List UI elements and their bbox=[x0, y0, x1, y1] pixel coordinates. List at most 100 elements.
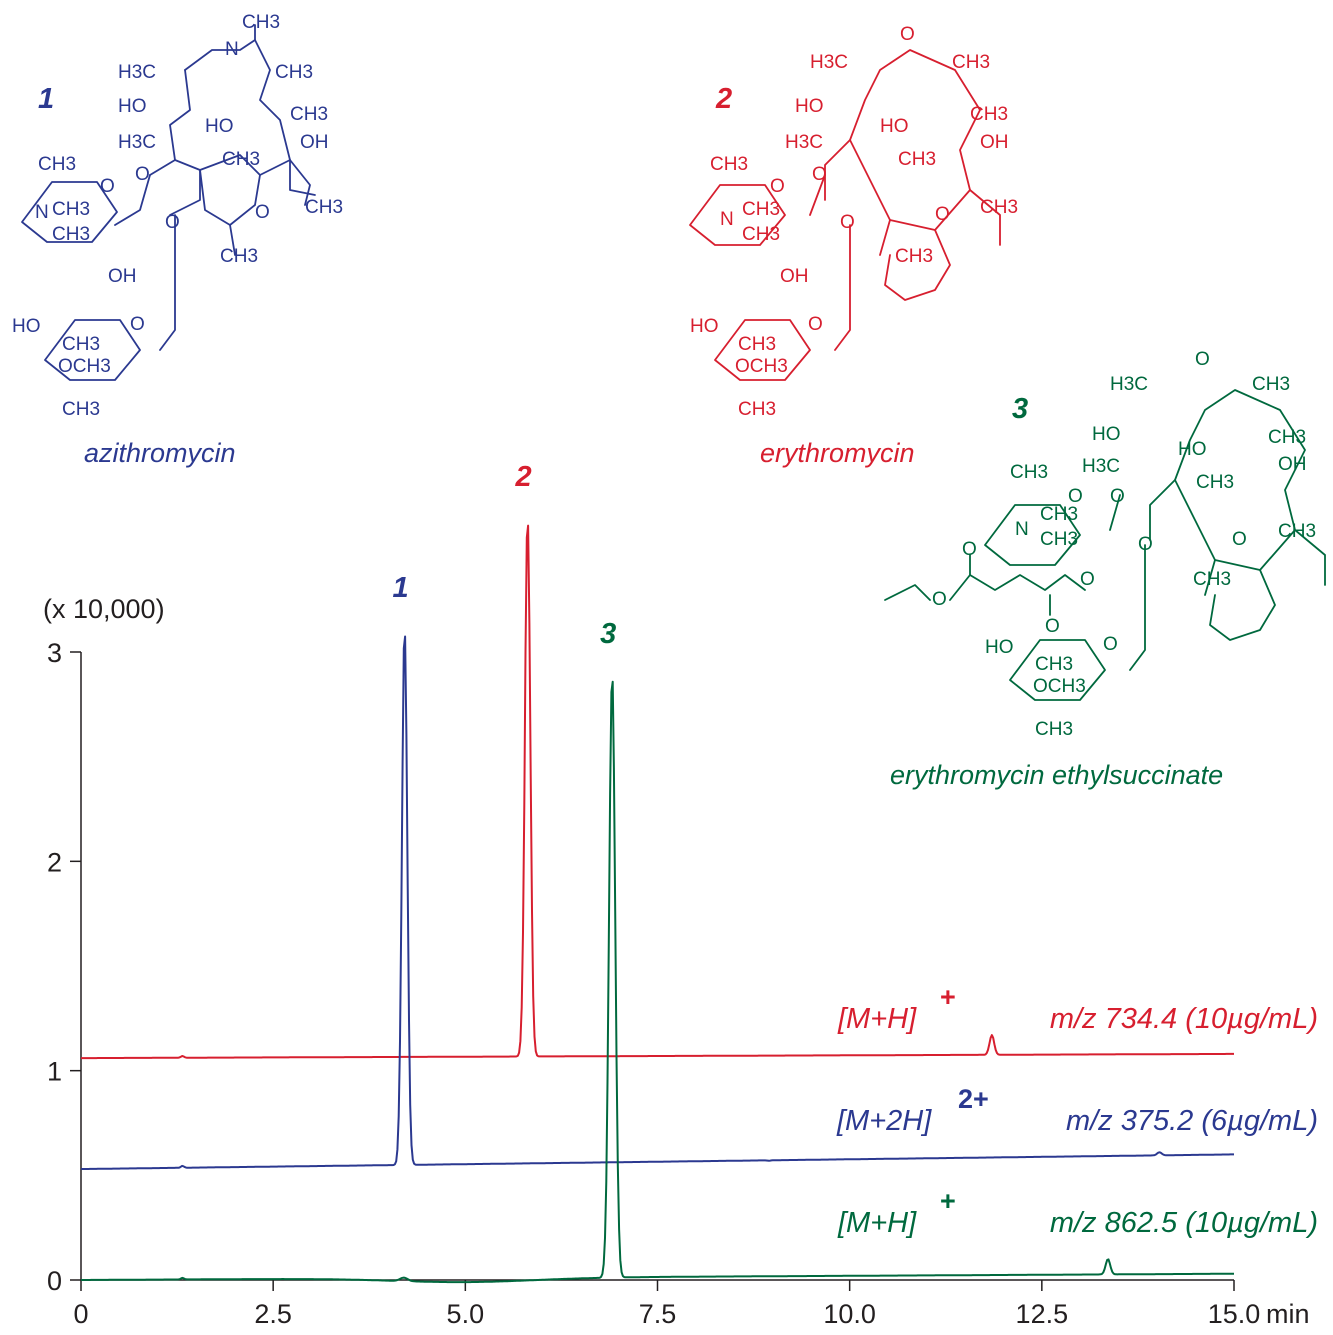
x-tick-label: 5.0 bbox=[447, 1299, 485, 1329]
svg-text:H3C: H3C bbox=[810, 52, 848, 73]
y-tick-label: 3 bbox=[47, 638, 62, 668]
compound-name-azithromycin: azithromycin bbox=[84, 438, 236, 468]
svg-text:CH3: CH3 bbox=[742, 199, 780, 220]
series-charge-label: + bbox=[940, 1186, 956, 1216]
svg-text:CH3: CH3 bbox=[1035, 654, 1073, 675]
series-ion-label: [M+2H] bbox=[836, 1105, 932, 1137]
svg-text:CH3: CH3 bbox=[1193, 569, 1231, 590]
svg-text:OH: OH bbox=[980, 132, 1009, 153]
svg-text:O: O bbox=[100, 176, 115, 197]
svg-text:O: O bbox=[808, 314, 823, 335]
svg-text:OH: OH bbox=[780, 266, 809, 287]
svg-text:O: O bbox=[812, 164, 827, 185]
series-charge-label: + bbox=[940, 982, 956, 1012]
svg-text:CH3: CH3 bbox=[1252, 374, 1290, 395]
svg-text:CH3: CH3 bbox=[290, 104, 328, 125]
peak-label-3: 3 bbox=[600, 618, 616, 650]
x-tick-label: 2.5 bbox=[254, 1299, 292, 1329]
compound-name-erythromycin: erythromycin bbox=[760, 438, 915, 468]
svg-text:N: N bbox=[720, 209, 734, 230]
svg-text:CH3: CH3 bbox=[742, 224, 780, 245]
svg-text:O: O bbox=[135, 164, 150, 185]
svg-text:OH: OH bbox=[300, 132, 329, 153]
y-tick-label: 0 bbox=[47, 1266, 62, 1296]
svg-text:O: O bbox=[962, 539, 977, 560]
svg-text:O: O bbox=[255, 202, 270, 223]
svg-text:CH3: CH3 bbox=[1010, 462, 1048, 483]
series-labels: [M+H] + m/z 734.4 (10µg/mL) [M+2H] 2+ m/z 375… bbox=[836, 982, 1318, 1239]
compound-number-3: 3 bbox=[1012, 393, 1028, 425]
x-tick-label: 0 bbox=[73, 1299, 88, 1329]
svg-text:O: O bbox=[900, 24, 915, 45]
svg-text:H3C: H3C bbox=[1082, 456, 1120, 477]
y-tick-label: 2 bbox=[47, 847, 62, 877]
peak-label-1: 1 bbox=[393, 572, 409, 604]
azithromycin-structure: N CH3 H3C CH3 HO H3C HO CH3 OH O CH3 CH3… bbox=[12, 12, 343, 420]
svg-text:CH3: CH3 bbox=[738, 399, 776, 420]
trace-1 bbox=[81, 524, 1234, 1060]
svg-text:O: O bbox=[1045, 616, 1060, 637]
svg-text:HO: HO bbox=[12, 316, 41, 337]
trace-2 bbox=[80, 635, 1234, 1171]
svg-text:OH: OH bbox=[1278, 454, 1307, 475]
trace-layer bbox=[80, 524, 1234, 1284]
y-tick-label: 1 bbox=[47, 1057, 62, 1087]
svg-text:O: O bbox=[840, 212, 855, 233]
svg-text:HO: HO bbox=[205, 116, 234, 137]
svg-text:CH3: CH3 bbox=[1040, 504, 1078, 525]
svg-text:O: O bbox=[1080, 569, 1095, 590]
svg-text:CH3: CH3 bbox=[970, 104, 1008, 125]
series-mz-label: m/z 862.5 (10µg/mL) bbox=[1050, 1207, 1318, 1239]
trace-3 bbox=[81, 680, 1234, 1284]
series-ion-label: [M+H] bbox=[837, 1207, 917, 1239]
svg-text:OCH3: OCH3 bbox=[1033, 676, 1086, 697]
y-scale-label: (x 10,000) bbox=[43, 594, 165, 624]
series-ion-label: [M+H] bbox=[837, 1003, 917, 1035]
compound-labels: 1 azithromycin 2 erythromycin 3 erythrom… bbox=[38, 83, 1223, 790]
svg-text:CH3: CH3 bbox=[52, 199, 90, 220]
series-charge-label: 2+ bbox=[958, 1084, 989, 1114]
svg-text:O: O bbox=[165, 212, 180, 233]
compound-number-1: 1 bbox=[38, 83, 54, 115]
svg-text:O: O bbox=[935, 204, 950, 225]
svg-text:O: O bbox=[1103, 634, 1118, 655]
peak-label-2: 2 bbox=[515, 461, 532, 493]
x-axis-unit: min bbox=[1266, 1299, 1310, 1329]
compound-number-2: 2 bbox=[715, 83, 732, 115]
svg-text:CH3: CH3 bbox=[242, 12, 280, 33]
svg-text:O: O bbox=[770, 176, 785, 197]
svg-text:CH3: CH3 bbox=[305, 197, 343, 218]
svg-text:O: O bbox=[1138, 534, 1153, 555]
x-tick-label: 7.5 bbox=[639, 1299, 677, 1329]
svg-text:HO: HO bbox=[690, 316, 719, 337]
svg-text:N: N bbox=[1015, 519, 1029, 540]
svg-text:CH3: CH3 bbox=[220, 246, 258, 267]
x-tick-label: 10.0 bbox=[823, 1299, 876, 1329]
svg-text:CH3: CH3 bbox=[62, 334, 100, 355]
svg-text:H3C: H3C bbox=[118, 132, 156, 153]
svg-text:CH3: CH3 bbox=[895, 246, 933, 267]
x-tick-label: 15.0 bbox=[1208, 1299, 1261, 1329]
svg-text:O: O bbox=[932, 589, 947, 610]
svg-text:CH3: CH3 bbox=[52, 224, 90, 245]
svg-text:CH3: CH3 bbox=[952, 52, 990, 73]
svg-text:CH3: CH3 bbox=[738, 334, 776, 355]
svg-text:OCH3: OCH3 bbox=[735, 356, 788, 377]
svg-text:CH3: CH3 bbox=[898, 149, 936, 170]
series-mz-label: m/z 375.2 (6µg/mL) bbox=[1066, 1105, 1318, 1137]
svg-text:CH3: CH3 bbox=[38, 154, 76, 175]
series-mz-label: m/z 734.4 (10µg/mL) bbox=[1050, 1003, 1318, 1035]
svg-text:HO: HO bbox=[118, 96, 147, 117]
svg-text:CH3: CH3 bbox=[1268, 427, 1306, 448]
svg-text:H3C: H3C bbox=[1110, 374, 1148, 395]
svg-text:CH3: CH3 bbox=[980, 197, 1018, 218]
svg-text:HO: HO bbox=[985, 637, 1014, 658]
svg-text:N: N bbox=[225, 39, 239, 60]
svg-text:OH: OH bbox=[108, 266, 137, 287]
svg-text:H3C: H3C bbox=[118, 62, 156, 83]
svg-text:HO: HO bbox=[1092, 424, 1121, 445]
svg-text:O: O bbox=[1068, 486, 1083, 507]
svg-text:CH3: CH3 bbox=[275, 62, 313, 83]
svg-text:O: O bbox=[130, 314, 145, 335]
